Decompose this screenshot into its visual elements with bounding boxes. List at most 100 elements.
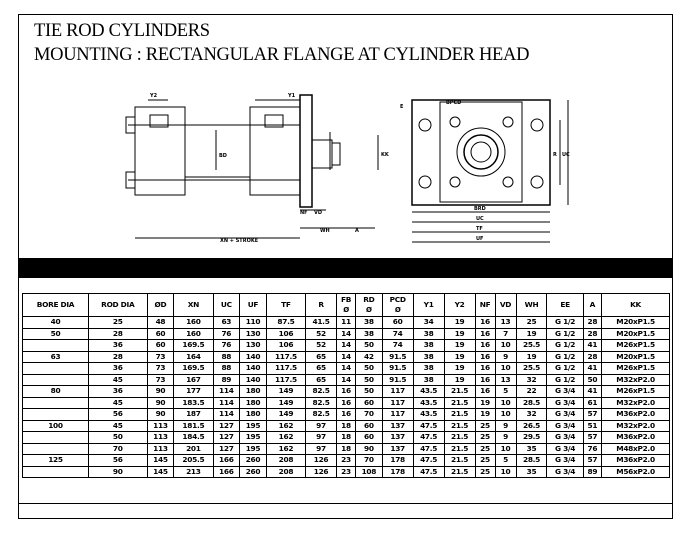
- table-cell: 10: [494, 442, 517, 455]
- table-cell: 130: [239, 327, 267, 340]
- table-cell: 28: [582, 350, 603, 363]
- table-cell: 14: [335, 362, 357, 375]
- table-cell: 29.5: [515, 431, 548, 444]
- table-cell: G 3/4: [546, 465, 584, 478]
- table-cell: 48: [146, 316, 175, 329]
- table-cell: G 3/4: [546, 396, 584, 409]
- table-cell: 52: [305, 339, 337, 352]
- table-cell: 110: [239, 316, 267, 329]
- table-cell: 100: [22, 419, 89, 432]
- column-header: EE: [546, 293, 584, 317]
- table-cell: 162: [265, 419, 307, 432]
- column-header-label: VD: [499, 300, 512, 309]
- table-cell: 70: [355, 454, 383, 467]
- table-cell: 43.5: [412, 396, 445, 409]
- table-cell: 43.5: [412, 408, 445, 421]
- table-cell: 63: [212, 316, 241, 329]
- table-cell: 113: [146, 442, 175, 455]
- table-cell: 19: [515, 327, 548, 340]
- table-cell: 117.5: [265, 373, 307, 386]
- table-cell: 74: [381, 339, 414, 352]
- table-cell: 45: [87, 396, 148, 409]
- table-cell: 88: [212, 362, 241, 375]
- table-cell: 19: [474, 408, 496, 421]
- table-cell: 149: [265, 396, 307, 409]
- table-cell: 16: [474, 362, 496, 375]
- table-cell: 87.5: [265, 316, 307, 329]
- table-cell: 160: [173, 316, 214, 329]
- table-cell: 56: [87, 408, 148, 421]
- label-uc-side: UC: [562, 152, 570, 158]
- table-cell: 47.5: [412, 465, 445, 478]
- table-cell: 5: [494, 385, 517, 398]
- table-cell: 117.5: [265, 350, 307, 363]
- table-cell: 60: [355, 431, 383, 444]
- column-header: XN: [173, 293, 214, 317]
- column-header-label: FB: [340, 295, 352, 304]
- table-cell: 114: [212, 385, 241, 398]
- table-cell: 65: [305, 350, 337, 363]
- table-cell: M32xP2.0: [601, 396, 670, 409]
- table-cell: 117: [381, 396, 414, 409]
- table-cell: 13: [494, 373, 517, 386]
- table-cell: G 1/2: [546, 327, 584, 340]
- front-view-flange: [411, 99, 551, 206]
- table-cell: 21.5: [443, 419, 476, 432]
- table-cell: 82.5: [305, 396, 337, 409]
- table-cell: 106: [265, 327, 307, 340]
- label-uc: UC: [476, 216, 484, 222]
- table-cell: 137: [381, 419, 414, 432]
- table-cell: 195: [239, 419, 267, 432]
- section-band: [18, 258, 673, 278]
- table-cell: 57: [582, 408, 603, 421]
- table-cell: [22, 465, 89, 478]
- table-cell: 180: [239, 408, 267, 421]
- table-cell: 76: [212, 339, 241, 352]
- table-cell: 195: [239, 442, 267, 455]
- label-e: E: [400, 104, 404, 110]
- table-cell: 88: [212, 350, 241, 363]
- table-cell: 130: [239, 339, 267, 352]
- table-cell: 60: [146, 339, 175, 352]
- table-cell: 70: [355, 408, 383, 421]
- table-cell: 61: [582, 396, 603, 409]
- flange-plate: [299, 94, 313, 208]
- column-header-label: TF: [281, 300, 291, 309]
- table-cell: 19: [443, 316, 476, 329]
- table-cell: 16: [335, 396, 357, 409]
- table-cell: M26xP1.5: [601, 362, 670, 375]
- table-cell: 90: [87, 465, 148, 478]
- table-cell: 127: [212, 442, 241, 455]
- table-cell: 57: [582, 454, 603, 467]
- column-header: Y2: [443, 293, 476, 317]
- table-cell: 26.5: [515, 419, 548, 432]
- table-cell: 52: [305, 327, 337, 340]
- table-cell: 25.5: [515, 339, 548, 352]
- table-cell: [22, 396, 89, 409]
- label-a: A: [355, 228, 359, 234]
- table-cell: 140: [239, 350, 267, 363]
- table-cell: 213: [173, 465, 214, 478]
- table-cell: 41.5: [305, 316, 337, 329]
- table-cell: 40: [22, 316, 89, 329]
- table-cell: G 3/4: [546, 442, 584, 455]
- table-cell: 10: [494, 362, 517, 375]
- column-header-label: ROD DIA: [101, 300, 135, 309]
- table-cell: 126: [305, 454, 337, 467]
- table-cell: G 3/4: [546, 454, 584, 467]
- label-brd: BRD: [474, 206, 486, 212]
- table-cell: 28: [582, 327, 603, 340]
- table-cell: 19: [515, 350, 548, 363]
- piston-rod: [311, 139, 333, 169]
- table-cell: 16: [474, 327, 496, 340]
- table-cell: 19: [443, 362, 476, 375]
- cylinder-drawing: Y2 Y1 BD KK NF VD WH A XN + STROKE E BPC…: [125, 93, 570, 244]
- table-cell: G 3/4: [546, 385, 584, 398]
- table-cell: 18: [335, 431, 357, 444]
- table-cell: [22, 408, 89, 421]
